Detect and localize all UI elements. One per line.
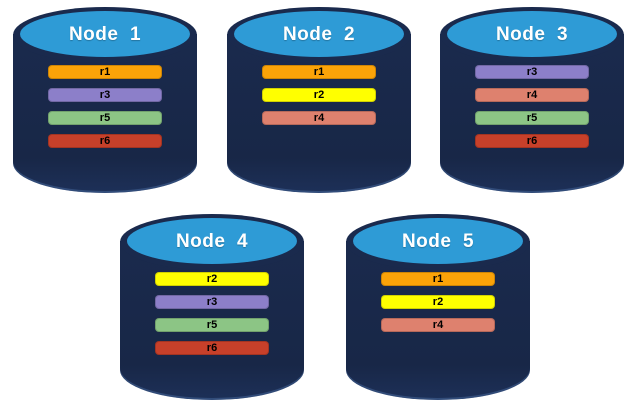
node-4-cylinder-top: Node 4	[120, 214, 304, 270]
replica-bar: r3	[48, 88, 162, 102]
replica-bar: r4	[381, 318, 495, 332]
replica-bar: r5	[475, 111, 589, 125]
node-3-cylinder-top: Node 3	[440, 7, 624, 63]
replica-bar: r4	[475, 88, 589, 102]
node-2-label: Node 2	[282, 24, 356, 45]
replica-bar: r3	[475, 65, 589, 79]
replica-bar: r4	[262, 111, 376, 125]
node-2: Node 2 r1 r2 r4	[227, 7, 411, 193]
node-3-label: Node 3	[495, 24, 569, 45]
node-1: Node 1 r1 r3 r5 r6	[13, 7, 197, 193]
replica-bar: r1	[262, 65, 376, 79]
node-4-label: Node 4	[175, 231, 249, 252]
replica-bar: r6	[475, 134, 589, 148]
replica-bar: r5	[48, 111, 162, 125]
replica-bar: r1	[381, 272, 495, 286]
node-3: Node 3 r3 r4 r5 r6	[440, 7, 624, 193]
node-1-label: Node 1	[68, 24, 142, 45]
replica-bar: r1	[48, 65, 162, 79]
node-5-replicas: r1 r2 r4	[346, 272, 530, 332]
node-2-cylinder-top: Node 2	[227, 7, 411, 63]
node-2-replicas: r1 r2 r4	[227, 65, 411, 125]
node-5-cylinder-top: Node 5	[346, 214, 530, 270]
replica-bar: r2	[262, 88, 376, 102]
node-3-replicas: r3 r4 r5 r6	[440, 65, 624, 148]
node-5: Node 5 r1 r2 r4	[346, 214, 530, 400]
replica-bar: r3	[155, 295, 269, 309]
replica-bar: r6	[48, 134, 162, 148]
replica-bar: r2	[381, 295, 495, 309]
node-1-cylinder-top: Node 1	[13, 7, 197, 63]
replica-bar: r2	[155, 272, 269, 286]
node-4-replicas: r2 r3 r5 r6	[120, 272, 304, 355]
node-4: Node 4 r2 r3 r5 r6	[120, 214, 304, 400]
replica-bar: r6	[155, 341, 269, 355]
node-5-label: Node 5	[401, 231, 475, 252]
replica-bar: r5	[155, 318, 269, 332]
node-1-replicas: r1 r3 r5 r6	[13, 65, 197, 148]
